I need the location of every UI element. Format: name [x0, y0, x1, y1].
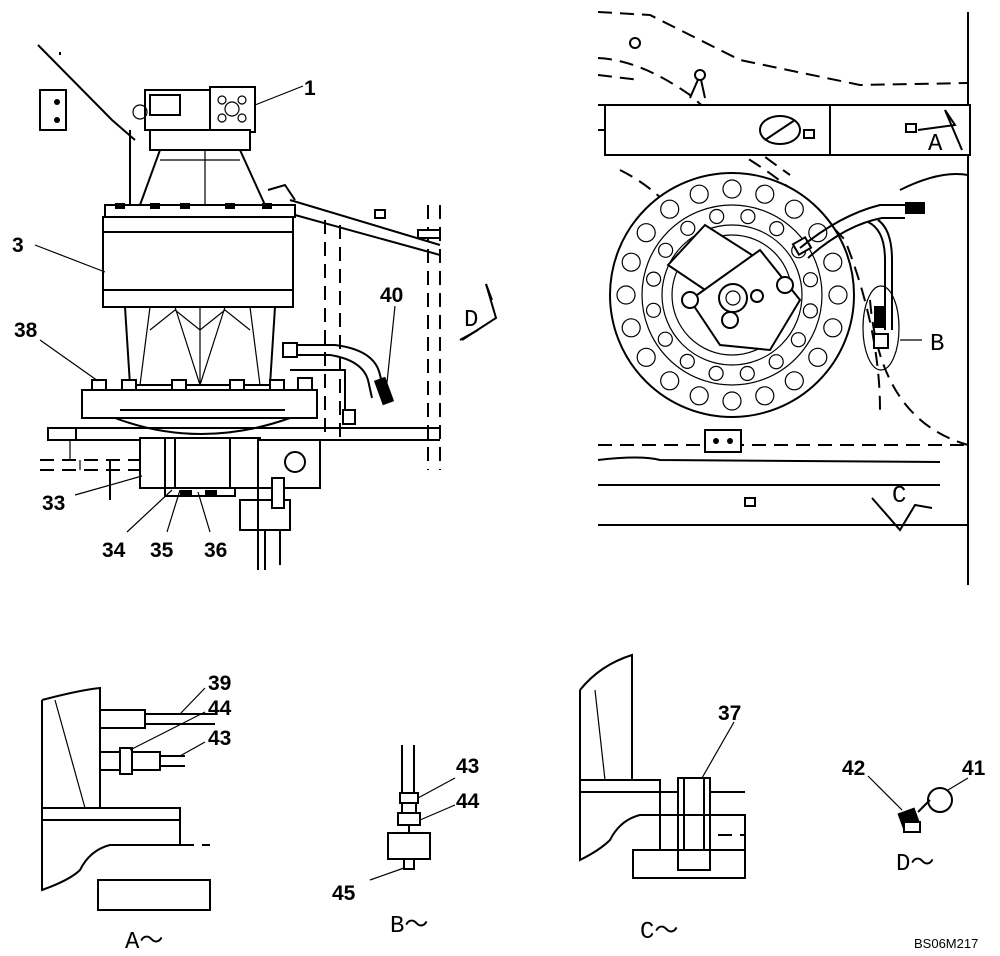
bolt-head — [709, 208, 725, 225]
view-marker-d: D — [464, 307, 478, 334]
bolt-head — [784, 371, 804, 391]
bolt-head — [808, 223, 828, 243]
bolt-head — [660, 199, 680, 219]
bolt-head — [784, 199, 804, 219]
bolt-head — [660, 371, 680, 391]
bolt-head — [689, 184, 709, 204]
callout-40: 40 — [380, 284, 403, 307]
bolt-head — [657, 242, 674, 258]
callout-41: 41 — [962, 757, 986, 780]
bolt-head — [823, 318, 843, 338]
callout-43-b: 43 — [456, 755, 479, 778]
bolt-head — [790, 332, 807, 348]
bolt-head — [755, 184, 775, 204]
view-title-d: D～ — [896, 851, 934, 878]
bolt-head — [708, 365, 724, 381]
bolt-head — [645, 302, 662, 318]
bolt-head — [828, 285, 848, 305]
detail-d — [867, 775, 969, 833]
bolt-head — [808, 347, 828, 367]
bolt-head — [755, 386, 775, 406]
bolt-head — [739, 365, 755, 382]
bolt-head — [823, 252, 843, 272]
callout-33: 33 — [42, 492, 65, 515]
detail-b — [369, 745, 456, 881]
bolt-head — [645, 271, 662, 287]
bolt-head — [679, 353, 695, 369]
bolt-head — [769, 221, 785, 237]
side-view — [34, 44, 498, 570]
callout-44-b: 44 — [456, 790, 480, 813]
bolt-head — [636, 347, 656, 367]
detail-a — [41, 686, 215, 911]
bolt-head — [636, 223, 656, 243]
callout-37: 37 — [718, 702, 741, 725]
bolt-head — [621, 318, 641, 338]
bolt-head — [722, 179, 742, 199]
view-title-b: B～ — [390, 913, 428, 940]
detail-c — [579, 653, 746, 879]
callout-43-a: 43 — [208, 727, 231, 750]
bolt-head — [802, 272, 819, 288]
view-title-c: C～ — [640, 919, 678, 946]
callout-34: 34 — [102, 539, 126, 562]
callout-38: 38 — [14, 319, 38, 342]
bolt-head — [621, 252, 641, 272]
bolt-head — [657, 331, 673, 347]
drawing-code: BS06M217 — [914, 936, 978, 951]
callout-35: 35 — [150, 539, 174, 562]
bolt-head — [680, 220, 696, 236]
callout-labels: 1 3 38 40 33 34 35 36 39 44 43 43 44 45 … — [12, 77, 986, 956]
view-marker-c: C — [892, 483, 906, 510]
bolt-head — [802, 303, 819, 319]
view-marker-b: B — [930, 331, 944, 358]
bolt-head — [740, 209, 756, 225]
callout-36: 36 — [204, 539, 227, 562]
bolt-head — [689, 386, 709, 406]
bolt-head — [616, 285, 636, 305]
callout-44-a: 44 — [208, 697, 232, 720]
callout-45: 45 — [332, 882, 356, 905]
top-view — [597, 11, 971, 585]
view-title-a: A～ — [125, 929, 163, 956]
bolt-head — [768, 354, 784, 370]
view-marker-a: A — [928, 131, 943, 158]
callout-1: 1 — [304, 77, 316, 100]
callout-39: 39 — [208, 672, 231, 695]
callout-42: 42 — [842, 757, 865, 780]
bolt-head — [722, 391, 742, 411]
callout-3: 3 — [12, 234, 24, 257]
